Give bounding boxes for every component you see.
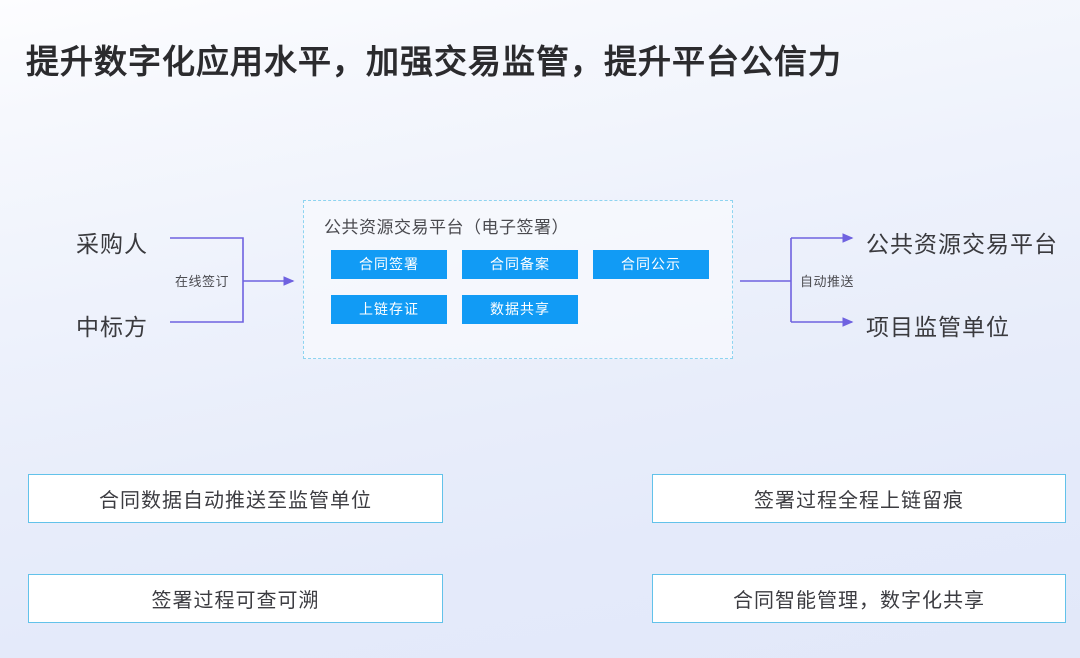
input-connector-label: 在线签订 [175, 274, 230, 289]
output-connector-label: 自动推送 [800, 274, 855, 289]
page-title: 提升数字化应用水平，加强交易监管，提升平台公信力 [26, 43, 842, 80]
platform-panel: 公共资源交易平台（电子签署） 合同签署 合同备案 合同公示 上链存证 数据共享 [303, 200, 733, 359]
chip-contract-publicity[interactable]: 合同公示 [593, 250, 709, 279]
benefit-box-traceable[interactable]: 签署过程可查可溯 [28, 574, 443, 623]
output-project-regulator: 项目监管单位 [866, 314, 1010, 340]
output-public-resource-platform: 公共资源交易平台 [866, 231, 1058, 257]
platform-chip-row: 合同签署 合同备案 合同公示 [331, 250, 709, 279]
chip-data-sharing[interactable]: 数据共享 [462, 295, 578, 324]
output-connector [740, 233, 854, 327]
chip-contract-signing[interactable]: 合同签署 [331, 250, 447, 279]
input-connector [170, 237, 295, 323]
chip-blockchain-evidence[interactable]: 上链存证 [331, 295, 447, 324]
benefit-box-smart-management[interactable]: 合同智能管理，数字化共享 [652, 574, 1066, 623]
platform-panel-title: 公共资源交易平台（电子签署） [324, 218, 569, 237]
platform-chip-row: 上链存证 数据共享 [331, 295, 709, 324]
actor-purchaser: 采购人 [76, 231, 148, 257]
chip-placeholder [593, 295, 709, 324]
actor-bidder: 中标方 [76, 314, 148, 340]
chip-contract-filing[interactable]: 合同备案 [462, 250, 578, 279]
benefit-box-auto-push[interactable]: 合同数据自动推送至监管单位 [28, 474, 443, 523]
platform-chip-grid: 合同签署 合同备案 合同公示 上链存证 数据共享 [331, 250, 709, 340]
benefit-box-blockchain-trace[interactable]: 签署过程全程上链留痕 [652, 474, 1066, 523]
